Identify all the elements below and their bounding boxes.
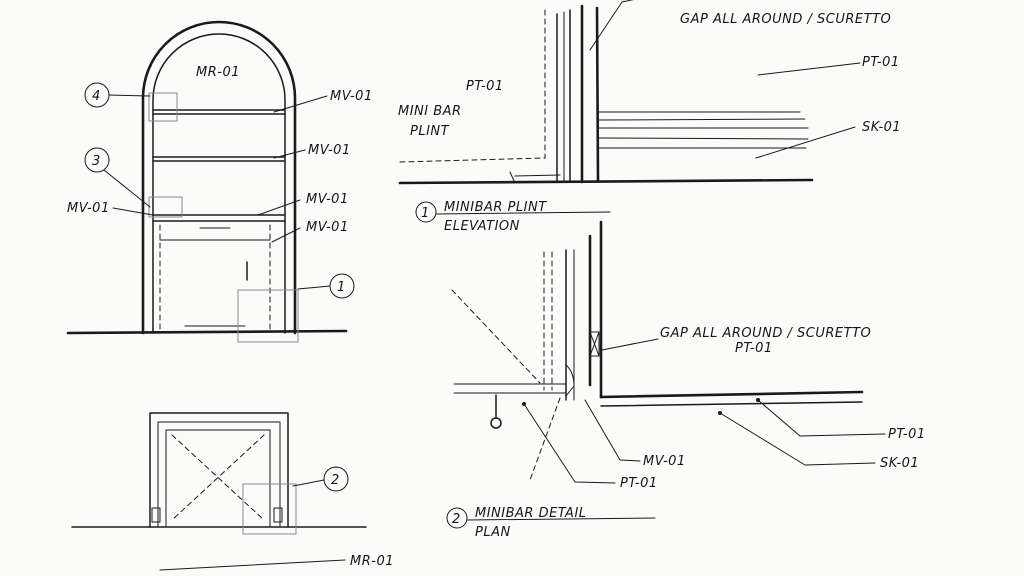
label-mv01-1: MV-01 — [273, 89, 373, 113]
label-mv01-left: MV-01 — [67, 201, 154, 216]
svg-text:PT-01: PT-01 — [620, 476, 658, 491]
label-mv01-3: MV-01 — [257, 192, 349, 216]
svg-text:MR-01: MR-01 — [350, 554, 394, 569]
svg-text:PT-01: PT-01 — [862, 55, 900, 70]
label-mv01-4: MV-01 — [271, 220, 349, 243]
svg-text:PLAN: PLAN — [475, 525, 511, 540]
callout-3: 3 — [84, 147, 151, 208]
svg-text:SK-01: SK-01 — [880, 456, 919, 471]
callout-4: 4 — [84, 82, 151, 108]
label-sk01-top: SK-01 — [755, 120, 901, 159]
svg-text:1: 1 — [337, 280, 346, 295]
svg-text:MV-01: MV-01 — [330, 89, 373, 104]
svg-text:MV-01: MV-01 — [308, 143, 351, 158]
svg-text:GAP ALL AROUND / SCURETTO: GAP ALL AROUND / SCURETTO — [680, 12, 891, 27]
svg-text:3: 3 — [92, 154, 101, 169]
svg-text:PT-01: PT-01 — [888, 427, 926, 442]
svg-text:GAP ALL AROUND / SCURETTO: GAP ALL AROUND / SCURETTO — [660, 326, 871, 341]
label-mv01-2: MV-01 — [273, 143, 351, 159]
label-sk01-right: SK-01 — [719, 412, 919, 471]
svg-text:1: 1 — [421, 206, 430, 221]
minibar-plint-elevation — [398, 4, 814, 185]
svg-text:MINIBAR DETAIL: MINIBAR DETAIL — [475, 506, 587, 521]
minibar-detail-plan — [451, 220, 864, 481]
svg-text:MV-01: MV-01 — [643, 454, 686, 469]
svg-text:2: 2 — [331, 473, 340, 488]
label-gap-top: GAP ALL AROUND / SCURETTO — [589, 0, 891, 51]
label-pt01-plan: PT-01 — [523, 403, 658, 491]
svg-text:2: 2 — [452, 512, 461, 527]
label-minibar-line1: MINI BAR — [398, 104, 462, 119]
label-mr01-bottom: MR-01 — [159, 554, 394, 571]
svg-text:ELEVATION: ELEVATION — [444, 219, 520, 234]
label-minibar-line2: PLINT — [410, 124, 450, 139]
svg-text:MV-01: MV-01 — [306, 220, 349, 235]
svg-text:SK-01: SK-01 — [862, 120, 901, 135]
label-mv01-plan: MV-01 — [584, 399, 686, 469]
callout-1: 1 — [297, 273, 355, 299]
callout-2: 2 — [292, 466, 349, 492]
label-gap-bottom: GAP ALL AROUND / SCURETTO PT-01 — [601, 326, 871, 356]
title-minibar-detail-plan: 2 MINIBAR DETAIL PLAN — [446, 506, 656, 540]
label-pt01-mid: PT-01 — [466, 79, 504, 94]
label-pt01-right: PT-01 — [757, 399, 926, 442]
label-pt01-top-right: PT-01 — [757, 55, 900, 76]
title-minibar-plint-elevation: 1 MINIBAR PLINT ELEVATION — [415, 200, 611, 234]
arched-cabinet-elevation — [66, 20, 348, 343]
minibar-small-plan — [71, 412, 367, 535]
svg-text:MV-01: MV-01 — [306, 192, 349, 207]
svg-text:MINIBAR PLINT: MINIBAR PLINT — [444, 200, 547, 215]
svg-text:PT-01: PT-01 — [735, 341, 773, 356]
label-mr01-arch: MR-01 — [196, 65, 240, 80]
svg-text:4: 4 — [92, 89, 101, 104]
svg-text:MV-01: MV-01 — [67, 201, 110, 216]
